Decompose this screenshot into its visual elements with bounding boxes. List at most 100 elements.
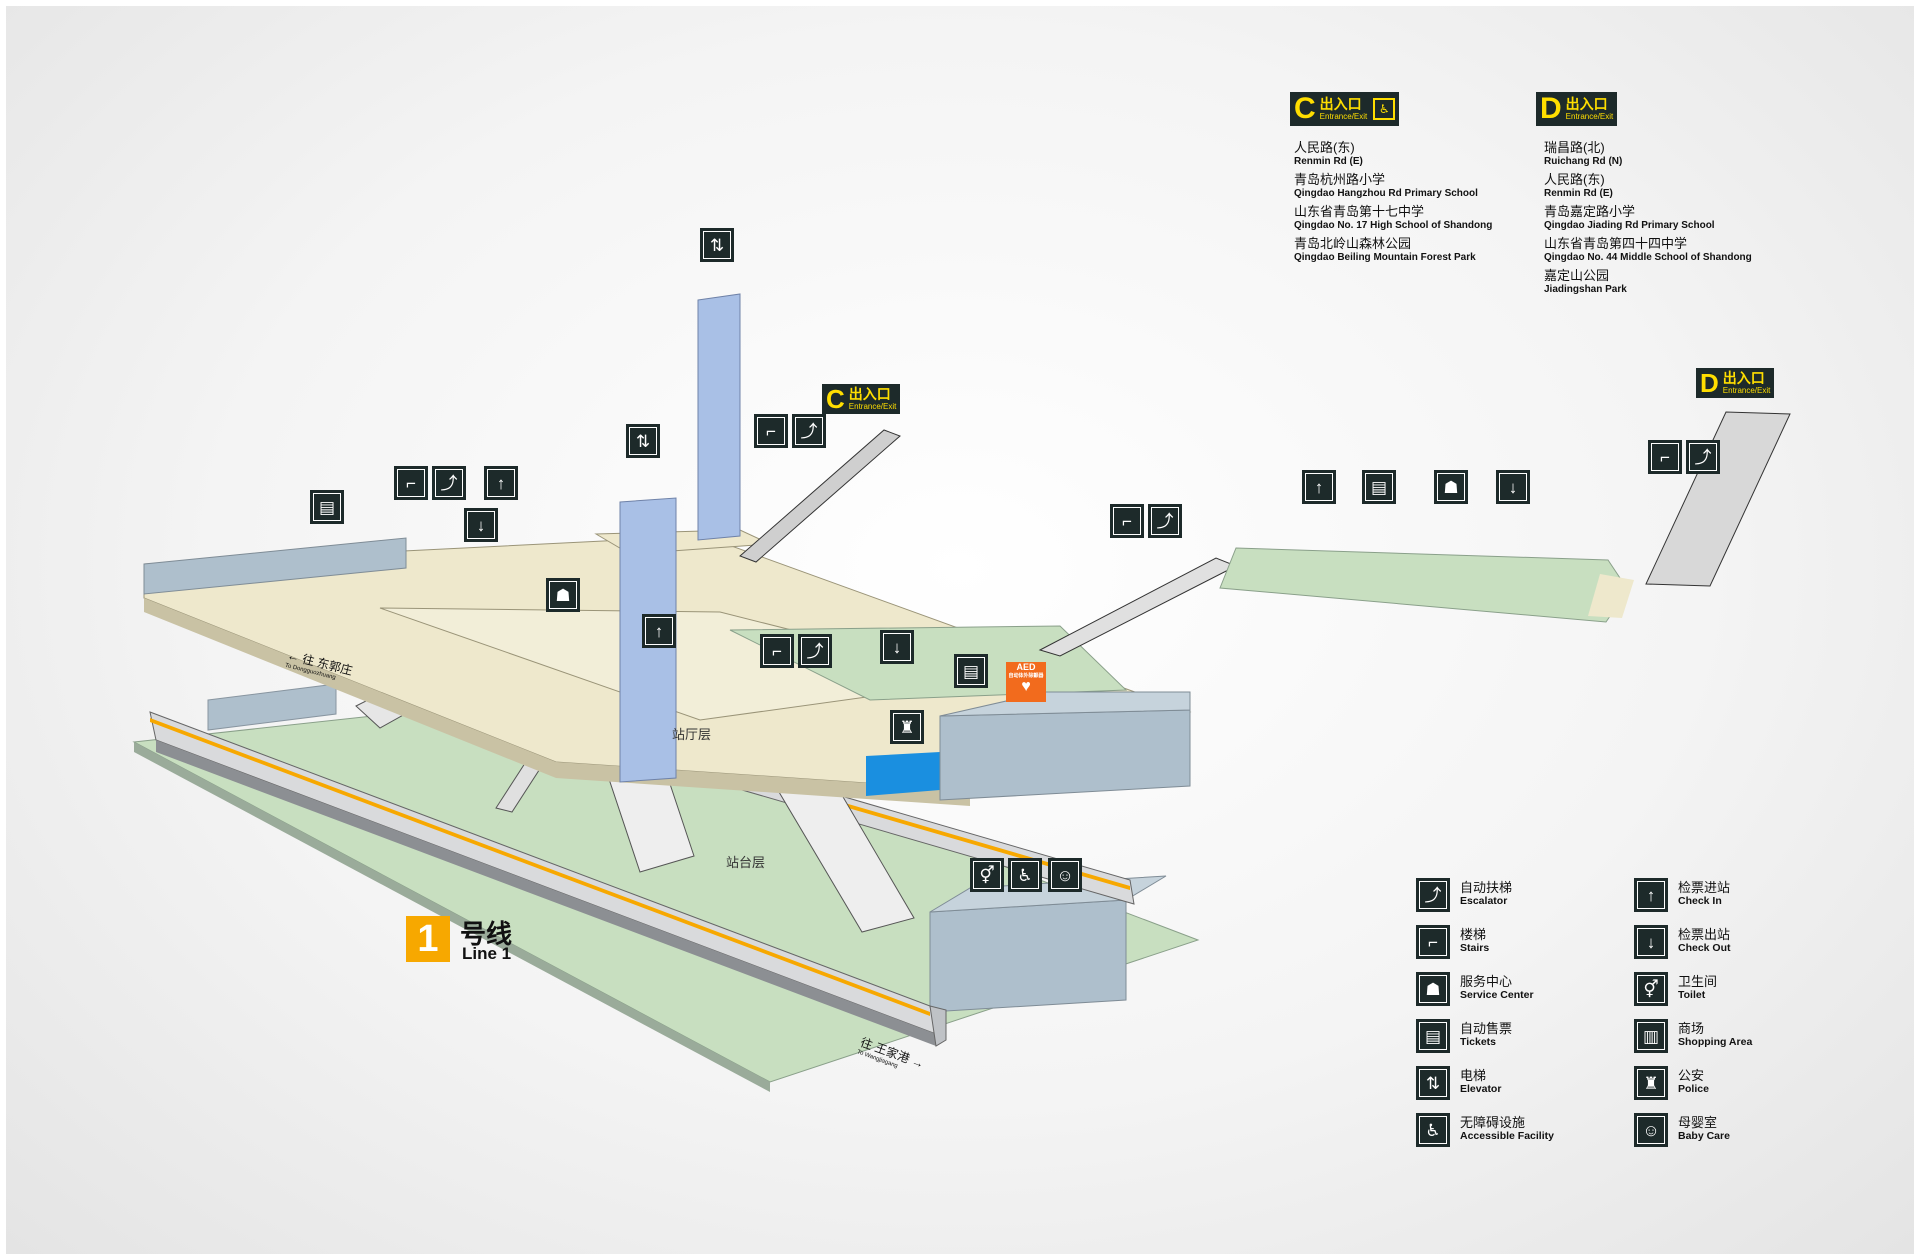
police-icon: ♜: [890, 710, 924, 744]
legend-label-cn: 楼梯: [1460, 927, 1487, 942]
legend-label-en: Elevator: [1460, 1083, 1502, 1095]
concourse-floor-label: 站厅层: [672, 727, 712, 742]
legend-label-cn: 公安: [1678, 1068, 1705, 1083]
baby-care-icon: ☺: [1048, 858, 1082, 892]
destination-item: 人民路(东)Renmin Rd (E): [1294, 140, 1363, 167]
tickets-icon: ▤: [310, 490, 344, 524]
exit-d-en: Entrance/Exit: [1565, 112, 1614, 121]
stairs-icon: ⌐: [394, 466, 428, 500]
concourse-equipment-block: [939, 709, 1191, 801]
legend-label-cn: 卫生间: [1678, 974, 1718, 989]
arrow-left-icon: ←: [285, 648, 301, 665]
destination-item: 瑞昌路(北)Ruichang Rd (N): [1544, 140, 1623, 167]
heart-icon: ♥: [1021, 678, 1031, 695]
escalator-icon: ⤴: [1686, 440, 1720, 474]
exit-d-end-area: [1588, 574, 1634, 618]
aed-subtitle: 自动体外除颤器: [1008, 673, 1044, 679]
service-center-icon: ☗: [1416, 972, 1450, 1006]
service-center-icon: ☗: [546, 578, 580, 612]
legend-label-en: Escalator: [1460, 895, 1508, 907]
exit-d-cn: 出入口: [1565, 96, 1608, 112]
check-in-icon: ↑: [642, 614, 676, 648]
line-name-en: Line 1: [462, 944, 512, 963]
line-number-badge: 1: [406, 916, 450, 962]
tickets-icon: ▤: [954, 654, 988, 688]
legend-label-cn: 检票出站: [1678, 927, 1731, 942]
platform-toilet-block: [929, 899, 1127, 1013]
legend-label-cn: 母婴室: [1678, 1115, 1718, 1130]
stairs-icon: ⌐: [1110, 504, 1144, 538]
escalator-icon: ⤴: [1416, 878, 1450, 912]
legend-label-en: Toilet: [1678, 989, 1706, 1001]
shopping-area-icon: ▥: [1634, 1019, 1668, 1053]
exit-c-en: Entrance/Exit: [1319, 112, 1368, 121]
platform-wall-block: [207, 683, 337, 731]
stairs-icon: ⌐: [1648, 440, 1682, 474]
concourse-left-wall: [143, 537, 407, 595]
accessible-facility-icon: ♿: [1416, 1113, 1450, 1147]
elevator-icon: ⇅: [1416, 1066, 1450, 1100]
exit-d-header-badge: D 出入口 Entrance/Exit: [1536, 92, 1618, 126]
legend-label-en: Shopping Area: [1678, 1036, 1753, 1048]
legend-label-cn: 服务中心: [1460, 974, 1513, 989]
police-icon: ♜: [1634, 1066, 1668, 1100]
train-front: [149, 711, 947, 1047]
exit-d-destinations: 瑞昌路(北)Ruichang Rd (N) 人民路(东)Renmin Rd (E…: [1544, 140, 1752, 300]
legend-label-cn: 电梯: [1460, 1068, 1487, 1083]
exit-d-concourse: [1219, 547, 1629, 623]
destination-item: 人民路(东)Renmin Rd (E): [1544, 172, 1613, 199]
legend-label-cn: 自动售票: [1460, 1021, 1513, 1036]
elevator-icon: ♿: [1373, 98, 1396, 120]
check-out-icon: ↓: [1634, 925, 1668, 959]
legend-label-en: Baby Care: [1678, 1130, 1730, 1142]
elevator-icon: ⇅: [700, 228, 734, 262]
legend-label-en: Accessible Facility: [1460, 1130, 1554, 1142]
check-in-icon: ↑: [1302, 470, 1336, 504]
exit-c-header-badge: C 出入口 Entrance/Exit ♿: [1290, 92, 1400, 126]
corridor-to-exit-d: [1038, 557, 1238, 657]
aed-sign: AED 自动体外除颤器 ♥: [1006, 662, 1046, 702]
line-name-cn: 号线: [460, 919, 513, 949]
stairs-icon: ⌐: [760, 634, 794, 668]
toilet-icon: ⚥: [970, 858, 1004, 892]
check-out-icon: ↓: [1496, 470, 1530, 504]
exit-c-letter: C: [1294, 92, 1316, 125]
platform-level-edge: [134, 742, 770, 1092]
escalator-to-exit-c: [739, 429, 901, 563]
tickets-icon: ▤: [1362, 470, 1396, 504]
tickets-icon: ▤: [1416, 1019, 1450, 1053]
check-out-icon: ↓: [880, 630, 914, 664]
service-center-icon: ☗: [1434, 470, 1468, 504]
check-in-icon: ↑: [1634, 878, 1668, 912]
escalator-icon: ⤴: [432, 466, 466, 500]
legend-label-en: Check In: [1678, 895, 1722, 907]
concourse-blue-area: [866, 752, 940, 796]
exit-c-cn: 出入口: [1319, 96, 1362, 112]
legend-label-en: Check Out: [1678, 942, 1731, 954]
aed-title: AED: [1016, 662, 1036, 672]
elevator-shaft-tall: [697, 293, 741, 541]
escalator-icon: ⤴: [792, 414, 826, 448]
stairs-icon: ⌐: [754, 414, 788, 448]
legend-label-cn: 自动扶梯: [1460, 880, 1513, 895]
legend-label-cn: 无障碍设施: [1460, 1115, 1526, 1130]
